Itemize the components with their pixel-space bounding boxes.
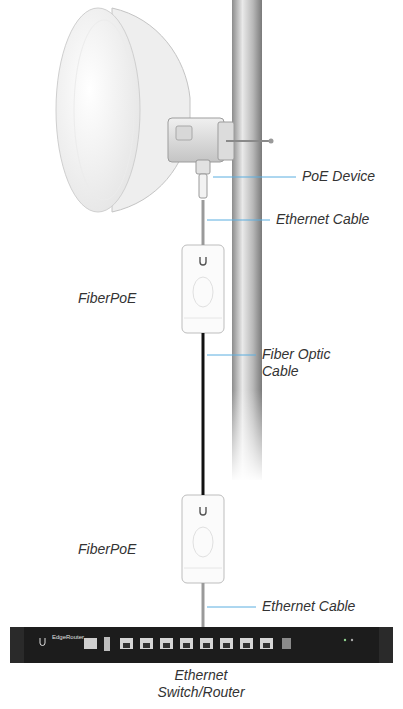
- rack-ear: [10, 627, 24, 663]
- connector-boot: [199, 174, 207, 198]
- fiberpoe-housing: [182, 495, 224, 583]
- node-label: FiberPoE: [78, 290, 136, 307]
- cable-label: Fiber Optic Cable: [262, 346, 344, 380]
- ethernet-ports: [120, 638, 273, 649]
- router-chassis: [10, 627, 393, 663]
- brand-logo: [200, 257, 206, 265]
- cable-label: Ethernet Cable: [276, 211, 369, 228]
- switch-router: Ethernet Switch/Router: [10, 627, 393, 663]
- fiberpoe-housing: [182, 245, 224, 333]
- usb-port: [104, 637, 110, 651]
- connector-housing: [196, 160, 210, 174]
- fiberpoe-seam: [184, 318, 222, 319]
- sfp-port: [282, 638, 291, 649]
- fiberpoe-seam: [184, 568, 222, 569]
- fiberpoe-unit: FiberPoE: [182, 495, 224, 583]
- cable-label: Ethernet Cable: [262, 598, 355, 615]
- poe-device: PoE Device: [190, 160, 216, 200]
- mount-bracket: [168, 118, 224, 162]
- dish-reflector: [56, 8, 140, 212]
- cable: [202, 583, 205, 627]
- pole-fade: [228, 390, 266, 482]
- console-port: [84, 638, 97, 649]
- node-label: Ethernet Switch/Router: [146, 667, 256, 701]
- node-label: PoE Device: [302, 168, 375, 185]
- clamp-bolt: [226, 140, 270, 142]
- status-led: [344, 639, 346, 641]
- cable: [202, 200, 205, 245]
- brand-logo: [200, 507, 206, 515]
- node-label: FiberPoE: [78, 541, 136, 558]
- status-led: [351, 639, 353, 641]
- fiberpoe-button: [193, 277, 213, 307]
- cable: [202, 333, 205, 495]
- model-name: EdgeRouter: [52, 634, 84, 641]
- leader-line: [213, 177, 296, 178]
- clamp-nut: [269, 139, 274, 144]
- leader-line: [207, 607, 256, 608]
- fiberpoe-button: [193, 527, 213, 557]
- mount-bolt: [176, 126, 192, 140]
- leader-line: [207, 355, 256, 356]
- dish-rim: [74, 20, 134, 200]
- leader-line: [207, 220, 270, 221]
- rack-ear: [379, 627, 393, 663]
- fiberpoe-unit: FiberPoE: [182, 245, 224, 333]
- brand-logo: [40, 638, 45, 646]
